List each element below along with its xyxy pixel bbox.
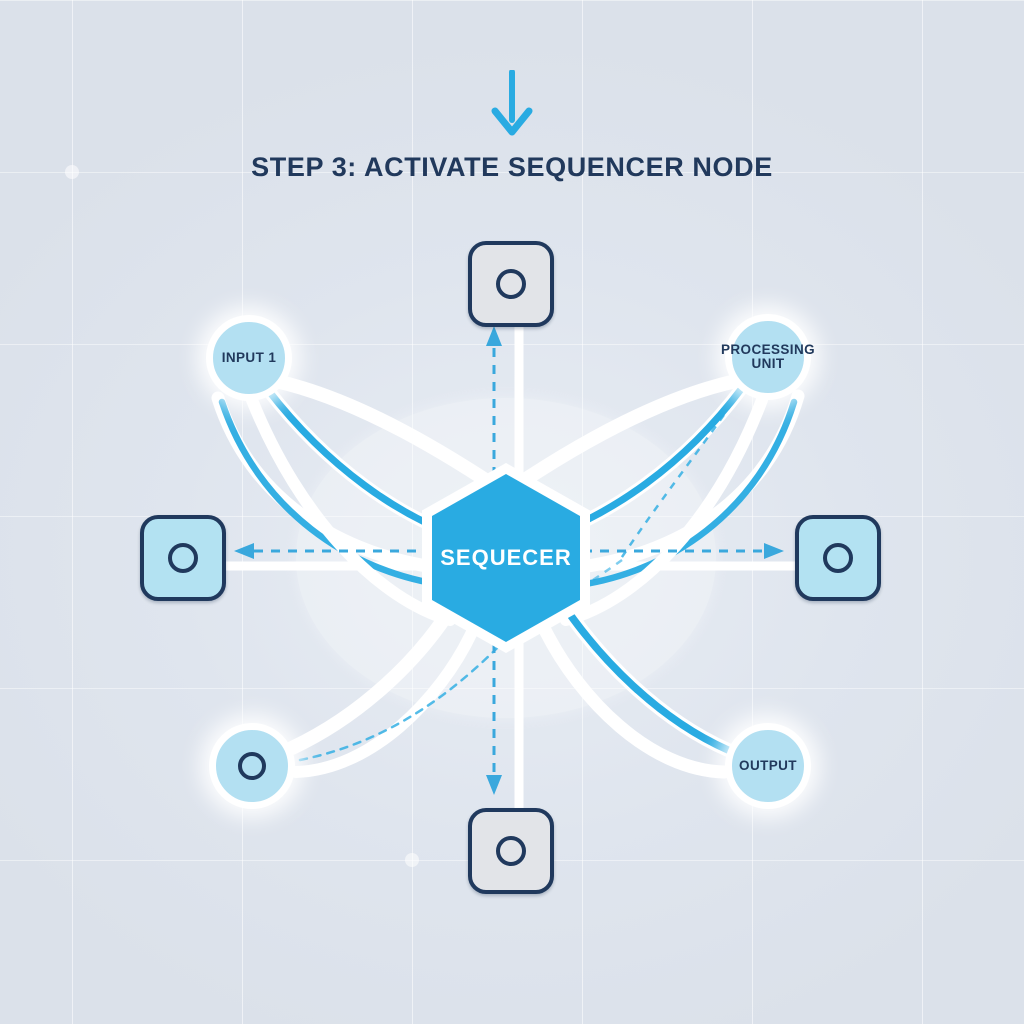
grid-dot <box>65 165 79 179</box>
square-node-port-top[interactable] <box>468 241 554 327</box>
dashed-arrow-up <box>486 326 502 510</box>
square-node-port-bottom[interactable] <box>468 808 554 894</box>
dashed-arrow-right <box>566 543 784 559</box>
ring-icon <box>168 543 198 573</box>
ring-icon <box>496 836 526 866</box>
sequencer-node-label: SEQUECER <box>440 545 572 570</box>
circle-node-unlabeled[interactable] <box>209 723 295 809</box>
node-label-processing-unit: PROCESSING UNIT <box>720 341 816 371</box>
dashed-arrow-down <box>486 610 502 795</box>
ring-icon <box>238 752 266 780</box>
arrow-down-icon <box>489 69 535 145</box>
node-label-input-1: INPUT 1 <box>221 349 277 365</box>
dashed-arrow-left <box>234 543 450 559</box>
square-node-port-right[interactable] <box>795 515 881 601</box>
page-title: STEP 3: ACTIVATE SEQUENCER NODE <box>251 152 773 182</box>
circle-node-output[interactable]: OUTPUT <box>725 723 811 809</box>
ring-icon <box>823 543 853 573</box>
square-node-port-left[interactable] <box>140 515 226 601</box>
circle-node-input-1[interactable]: INPUT 1 <box>206 315 292 401</box>
ring-icon <box>496 269 526 299</box>
circle-node-processing-unit[interactable]: PROCESSING UNIT <box>721 314 815 400</box>
grid-dot <box>405 853 419 867</box>
node-label-output: OUTPUT <box>739 757 797 773</box>
